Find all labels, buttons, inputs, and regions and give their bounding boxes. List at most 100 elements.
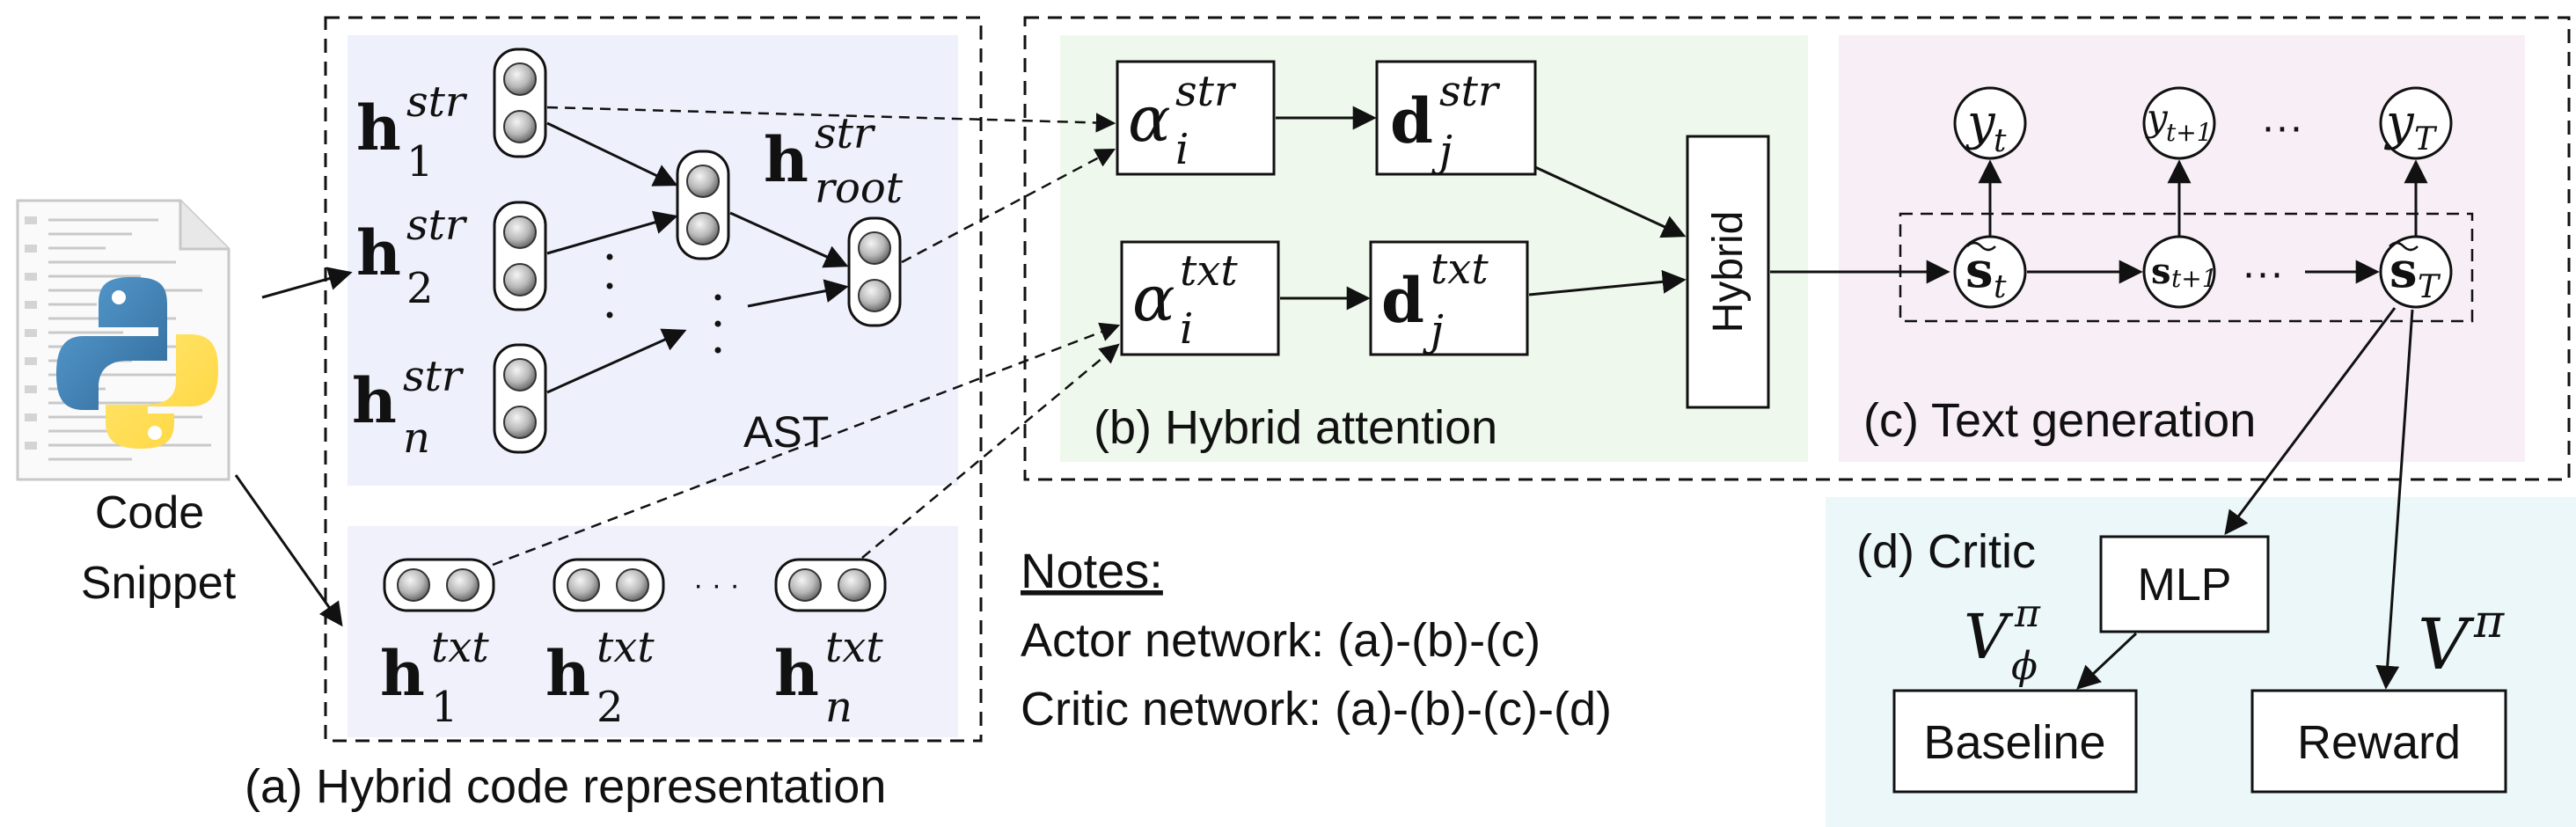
ast-node-root: [847, 216, 902, 327]
state-s-T: s T: [2379, 235, 2453, 309]
label-h2-txt: h txt 2: [545, 623, 655, 732]
mlp-label: MLP: [2138, 560, 2232, 611]
svg-text:1: 1: [406, 137, 434, 187]
arrow-mlp-to-baseline: [2076, 632, 2138, 690]
svg-text:d: d: [1381, 264, 1424, 337]
notes-critic-line: Critic network: (a)-(b)-(c)-(d): [1021, 683, 1612, 736]
svg-text:V: V: [1964, 601, 2014, 673]
svg-text:str: str: [403, 352, 465, 401]
mlp-box: [2099, 535, 2270, 633]
d-str-box: [1375, 60, 1537, 176]
output-y-t1: y t+1: [2142, 86, 2216, 160]
txt-node-1: [383, 558, 495, 612]
ast-node-2: [493, 201, 547, 311]
svg-text:str: str: [406, 201, 468, 250]
d-txt-box: [1369, 240, 1529, 356]
section-d-caption: (d) Critic: [1856, 525, 2036, 578]
output-y-t: y t: [1953, 86, 2027, 160]
label-alpha-str: α str i: [1128, 67, 1237, 174]
edge-h1-to-mid: [546, 121, 678, 187]
svg-text:T: T: [2418, 269, 2441, 305]
svg-text:α: α: [1128, 82, 1171, 156]
output-ellipsis: ···: [2261, 104, 2303, 150]
section-bc-border: [1023, 16, 2571, 481]
svg-text:str: str: [406, 77, 468, 127]
label-h2-str: h str 2: [356, 201, 468, 313]
ast-node-n: [493, 343, 547, 454]
txt-ellipsis: · · ·: [693, 568, 740, 602]
svg-text:2: 2: [406, 264, 434, 313]
label-v-phi-pi: V π ϕ: [1964, 591, 2041, 689]
ast-vertical-ellipsis-1: [606, 253, 613, 318]
svg-text:i: i: [1175, 125, 1189, 174]
svg-text:h: h: [774, 637, 819, 710]
label-h1-txt: h txt 1: [380, 623, 489, 732]
txt-node-2: [553, 558, 665, 612]
section-b-caption: (b) Hybrid attention: [1094, 401, 1497, 454]
link-hntxt-to-alphatxt: [861, 343, 1120, 559]
output-y-T: y T: [2379, 86, 2453, 160]
svg-text:t+1: t+1: [2171, 264, 2218, 293]
svg-text:txt: txt: [596, 623, 655, 672]
svg-text:str: str: [1175, 67, 1237, 116]
svg-text:n: n: [825, 683, 853, 732]
hybrid-label: Hybrid: [1705, 211, 1752, 333]
ast-node-1: [493, 48, 547, 158]
notes-actor-line: Actor network: (a)-(b)-(c): [1021, 614, 1540, 667]
arrow-code-to-txt: [234, 474, 343, 627]
svg-text:ϕ: ϕ: [2011, 644, 2038, 689]
notes-title: Notes:: [1021, 543, 1163, 598]
arrow-code-to-ast: [261, 267, 353, 299]
svg-text:d: d: [1390, 84, 1433, 157]
svg-text:y: y: [2383, 94, 2415, 151]
ast-vertical-ellipsis-2: [714, 294, 721, 354]
label-alpha-txt: α txt i: [1132, 246, 1238, 354]
svg-text:s: s: [2151, 251, 2171, 292]
svg-text:π: π: [2014, 591, 2041, 636]
txt-node-n: [774, 558, 887, 612]
svg-text:h: h: [380, 637, 425, 710]
svg-text:t: t: [1994, 123, 2007, 159]
link-root-to-alphastr: [901, 148, 1116, 264]
edge-h2-to-mid: [546, 210, 678, 255]
edge-hn-to-dots: [546, 328, 687, 394]
baseline-box: [1892, 689, 2138, 794]
python-file-icon: [16, 199, 231, 481]
arrow-sT-to-mlp: [2224, 307, 2397, 536]
baseline-label: Baseline: [1923, 716, 2105, 769]
svg-text:π: π: [2473, 596, 2505, 648]
svg-text:txt: txt: [825, 623, 883, 672]
svg-text:t+1: t+1: [2166, 118, 2213, 147]
svg-text:T: T: [2414, 121, 2438, 157]
arrow-dstr-to-hybrid: [1534, 165, 1687, 238]
label-hn-txt: h txt n: [774, 623, 883, 732]
link-h1txt-to-alphatxt: [492, 322, 1121, 567]
section-c-caption: (c) Text generation: [1863, 394, 2256, 447]
label-h1-str: h str 1: [356, 77, 468, 187]
svg-text:txt: txt: [1431, 245, 1489, 294]
state-s-t1: s t+1: [2142, 235, 2218, 309]
alpha-str-box: [1116, 60, 1276, 176]
svg-text:h: h: [545, 637, 590, 710]
state-s-t: s t: [1953, 235, 2027, 309]
svg-text:n: n: [403, 414, 430, 463]
label-hroot-str: h str root: [764, 109, 904, 213]
svg-text:1: 1: [431, 683, 458, 732]
reward-label: Reward: [2297, 716, 2461, 769]
svg-text:V: V: [2418, 604, 2475, 685]
ast-label: AST: [743, 407, 829, 457]
reward-box: [2250, 689, 2507, 794]
arrow-sT-to-reward: [2375, 309, 2414, 690]
ast-node-middle: [676, 150, 730, 260]
svg-text:txt: txt: [1180, 246, 1238, 296]
svg-text:α: α: [1132, 261, 1175, 335]
hybrid-box: [1686, 135, 1770, 409]
svg-text:y: y: [1965, 94, 1996, 151]
link-h1str-to-alphastr: [546, 106, 1116, 133]
svg-text:t: t: [1994, 269, 2007, 305]
arrow-dtxt-to-hybrid: [1528, 269, 1687, 296]
svg-text:y: y: [2145, 96, 2169, 139]
svg-text:h: h: [356, 91, 401, 165]
label-hn-str: h str n: [352, 352, 465, 463]
